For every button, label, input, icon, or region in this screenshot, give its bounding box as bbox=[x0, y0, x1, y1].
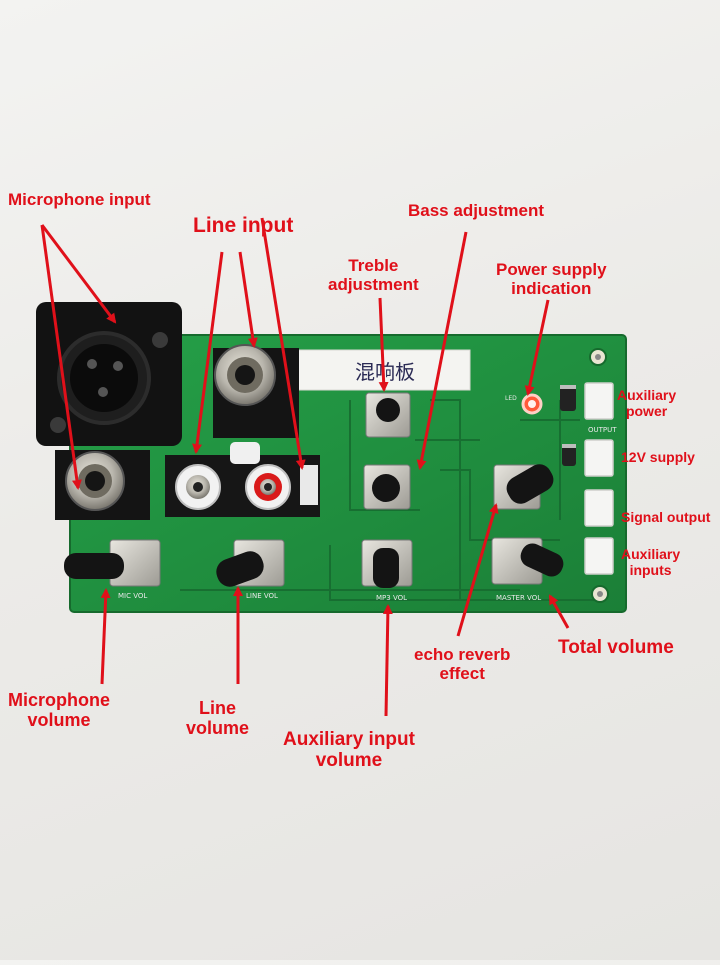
label-line-vol-line1: Line bbox=[199, 698, 237, 718]
label-treble-line2: adjustment bbox=[328, 275, 419, 295]
silk-mp3-vol: MP3 VOL bbox=[376, 594, 407, 602]
label-echo-line1: echo reverb bbox=[414, 645, 511, 664]
capacitors bbox=[560, 385, 576, 466]
pot-master bbox=[491, 537, 564, 585]
label-echo-line2: effect bbox=[439, 664, 485, 684]
label-bass-adjustment: Bass adjustment bbox=[408, 201, 545, 220]
label-line-input: Line input bbox=[193, 214, 294, 237]
label-signal-output: Signal output bbox=[621, 509, 711, 525]
svg-text:OUTPUT: OUTPUT bbox=[588, 426, 617, 434]
label-12v-supply: 12V supply bbox=[621, 449, 695, 465]
rca-jack-pair bbox=[165, 442, 320, 517]
white-connectors bbox=[584, 382, 614, 575]
label-microphone-input: Microphone input bbox=[8, 190, 151, 209]
label-power-line2: indication bbox=[511, 279, 592, 299]
pot-line bbox=[216, 539, 285, 587]
pot-echo bbox=[493, 464, 554, 510]
label-mic-vol-line2: volume bbox=[27, 710, 91, 731]
silk-mic-vol: MIC VOL bbox=[118, 592, 147, 600]
label-microphone-volume: Microphone volume bbox=[8, 690, 110, 730]
label-aux-power-line2: power bbox=[625, 402, 668, 419]
pot-bass bbox=[363, 464, 411, 510]
xlr-microphone-jack bbox=[36, 302, 182, 446]
power-led: LED bbox=[505, 393, 543, 415]
jack-6.35mm-line bbox=[213, 344, 299, 438]
mounting-holes bbox=[589, 348, 609, 603]
svg-text:LED: LED bbox=[505, 395, 517, 402]
label-treble-adjustment: Treble adjustment bbox=[328, 256, 419, 294]
label-aux-vol-line2: volume bbox=[315, 750, 383, 772]
label-total-volume: Total volume bbox=[558, 637, 674, 658]
pcb-traces bbox=[180, 399, 600, 601]
label-aux-power-line1: Auxiliary bbox=[617, 387, 677, 403]
pot-mic bbox=[64, 539, 161, 587]
pot-mp3 bbox=[361, 539, 413, 588]
jack-6.35mm-mic bbox=[55, 450, 150, 520]
label-auxiliary-inputs: Auxiliary inputs bbox=[621, 546, 681, 578]
label-mic-vol-line1: Microphone bbox=[8, 690, 110, 710]
label-auxiliary-input-volume: Auxiliary input volume bbox=[283, 729, 415, 772]
pot-treble bbox=[365, 392, 411, 438]
label-aux-inputs-line1: Auxiliary bbox=[621, 546, 681, 562]
label-aux-inputs-line2: inputs bbox=[629, 561, 672, 578]
silk-line-vol: LINE VOL bbox=[246, 592, 278, 600]
label-line-volume: Line volume bbox=[186, 698, 249, 738]
label-treble-line1: Treble bbox=[348, 256, 399, 275]
label-line-vol-line2: volume bbox=[186, 718, 250, 739]
annotation-arrows bbox=[40, 217, 570, 717]
label-echo-reverb-effect: echo reverb effect bbox=[414, 645, 510, 683]
label-power-supply-indication: Power supply indication bbox=[496, 260, 607, 298]
label-auxiliary-power: Auxiliary power bbox=[617, 387, 677, 419]
label-power-line1: Power supply bbox=[496, 260, 607, 279]
silk-master-vol: MASTER VOL bbox=[496, 594, 541, 602]
label-aux-vol-line1: Auxiliary input bbox=[283, 729, 415, 750]
